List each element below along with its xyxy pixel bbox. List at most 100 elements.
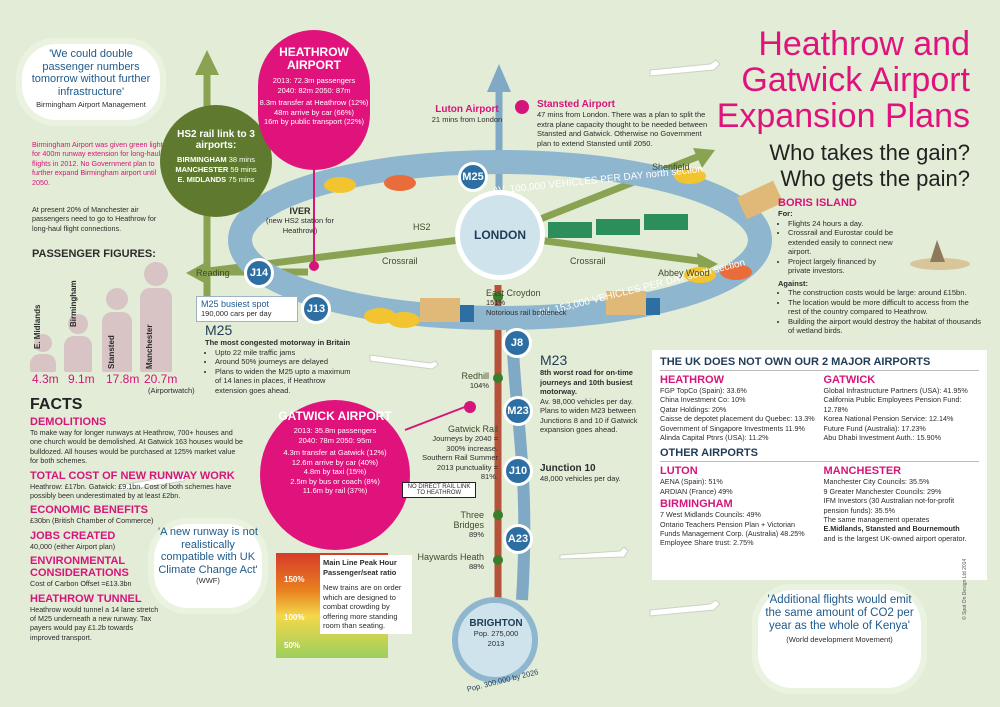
fact-tunnel-heading: HEATHROW TUNNEL	[30, 592, 142, 605]
passenger-figures-heading: PASSENGER FIGURES:	[32, 248, 156, 260]
gatwick-circle: GATWICK AIRPORT 2013: 35.8m passengers 2…	[260, 400, 410, 550]
junction10-title: Junction 10	[540, 463, 596, 474]
junction-m23: M23	[503, 396, 533, 426]
title-line-1: Heathrow and	[758, 25, 970, 63]
quote-runway-source: (WWF)	[196, 576, 220, 585]
gatwick-stats: 2013: 35.8m passengers	[293, 426, 377, 435]
boris-for: For:	[778, 209, 793, 218]
gatwick-line-2: 12.6m arrive by car (40%)	[291, 457, 379, 467]
boris-title: BORIS ISLAND	[778, 197, 857, 209]
boris-for-1: Flights 24 hours a day.	[788, 219, 898, 229]
heathrow-line-3: 16m by public transport (22%)	[263, 117, 365, 126]
brighton-name: BRIGHTON	[469, 618, 523, 629]
boris-island-block: BORIS ISLAND For: Flights 24 hours a day…	[778, 197, 983, 336]
fact-jobs-heading: JOBS CREATED	[30, 529, 116, 542]
m25-bullet-1: Upto 22 mile traffic jams	[215, 348, 355, 358]
east-croydon-desc: Notorious rail bottleneck	[486, 307, 567, 317]
heathrow-line-2: 48m arrive by car (66%)	[273, 107, 355, 117]
crossrail-east-label: Crossrail	[570, 256, 606, 266]
island-icon	[905, 232, 975, 272]
stansted-block: Stansted Airport 47 mins from London. Th…	[537, 99, 717, 148]
busiest-desc: 190,000 cars per day	[201, 309, 272, 318]
abbey-wood-label: Abbey Wood	[658, 268, 710, 278]
heathrow-title: HEATHROW AIRPORT	[279, 45, 349, 72]
ratio-box: Main Line Peak Hour Passenger/seat ratio…	[320, 555, 412, 634]
own-manchester-2: 9 Greater Manchester Councils: 29%	[823, 486, 942, 496]
hs2-place-3: E. MIDLANDS	[177, 175, 227, 184]
ratio-level-150: 150%	[284, 575, 305, 584]
busiest-title: M25 busiest spot	[201, 299, 270, 309]
hs2-time-2: 59 mins	[230, 165, 257, 174]
quote-birmingham-text: 'We could double passenger numbers tomor…	[31, 48, 151, 98]
junction10-desc: 48,000 vehicles per day.	[540, 474, 621, 483]
boris-against-2: The location would be more difficult to …	[788, 298, 983, 317]
own-luton-2: ARDIAN (France) 49%	[660, 486, 733, 496]
haywards-heath-name: Haywards Heath	[417, 552, 484, 562]
m25-block: M25 The most congested motorway in Brita…	[205, 322, 355, 395]
own-heathrow-6: Alinda Capital Ptnrs (USA): 11.2%	[660, 433, 769, 443]
own-manchester-heading: MANCHESTER	[823, 465, 902, 478]
own-gatwick-5: Abu Dhabi Investment Auth.: 15.90%	[823, 433, 941, 443]
heathrow-stats: 2013: 72.3m passengers	[272, 76, 356, 85]
fact-economic-text: £30bn (British Chamber of Commerce)	[30, 516, 154, 526]
three-bridges-block: Three Bridges 89%	[440, 510, 484, 540]
ratio-title: Main Line Peak Hour Passenger/seat ratio	[323, 558, 397, 577]
own-birmingham-heading: BIRMINGHAM	[660, 498, 733, 511]
own-luton-1: AENA (Spain): 51%	[660, 477, 723, 487]
quote-runway-text: 'A new runway is not realistically compa…	[158, 526, 258, 576]
own-birmingham-2: Ontario Teachers Pension Plan + Victoria…	[660, 519, 805, 539]
boris-for-3: Project largely financed by private inve…	[788, 257, 898, 276]
fact-cost-text: Heathrow: £17bn. Gatwick: £9.1bn. Cost o…	[30, 481, 232, 501]
own-manchester-3: IFM Investors (30 Australian not-for-pro…	[823, 496, 955, 515]
passenger-figures-graphic	[30, 262, 180, 372]
own-gatwick-3: Korea National Pension Service: 12.14%	[823, 414, 954, 424]
stansted-name: Stansted Airport	[537, 99, 615, 110]
heathrow-line-1: 8.3m transfer at Heathrow (12%)	[259, 98, 369, 107]
east-croydon-block: East Croydon 151% Notorious rail bottlen…	[486, 288, 576, 317]
own-gatwick-4: Future Fund (Australia): 17.23%	[823, 423, 926, 433]
gatwick-stats-2: 2040: 78m 2050: 95m	[298, 435, 372, 445]
own-manchester-1: Manchester City Councils: 35.5%	[823, 477, 930, 487]
title-line-3: Expansion Plans	[716, 97, 970, 135]
other-airports-heading: OTHER AIRPORTS	[660, 447, 979, 463]
gatwick-line-3: 4.8m by taxi (15%)	[303, 467, 367, 476]
fact-environment-heading: ENVIRONMENTAL CONSIDERATIONS	[30, 555, 129, 580]
iver-label: IVER	[289, 206, 311, 216]
facts-section: FACTS DEMOLITIONS To make way for longer…	[30, 396, 245, 642]
redhill-name: Redhill	[461, 371, 489, 381]
heathrow-stats-2: 2040: 82m 2050: 87m	[277, 85, 351, 95]
passenger-label-emidlands: E. Midlands	[33, 304, 42, 349]
junction-j13: J13	[301, 294, 331, 324]
fact-tunnel-text: Heathrow would tunnel a 14 lane stretch …	[30, 604, 159, 642]
m25-bullet-3: Plans to widen the M25 upto a maximum of…	[215, 367, 355, 396]
passenger-value-birmingham: 9.1m	[68, 372, 95, 386]
birmingham-text: Birmingham Airport was given green light…	[32, 140, 163, 187]
gatwick-line-4: 2.5m by bus or coach (8%)	[290, 476, 380, 486]
gatwick-line-1: 4.3m transfer at Gatwick (12%)	[283, 448, 387, 457]
luton-block: Luton Airport 21 mins from London	[412, 104, 522, 125]
reading-label: Reading	[196, 268, 230, 278]
redhill-pct: 104%	[469, 381, 489, 390]
gatwick-line-5: 11.6m by rail (37%)	[302, 486, 368, 495]
passenger-label-manchester: Manchester	[145, 324, 154, 369]
hs2-title: HS2 rail link to 3 airports:	[177, 129, 255, 151]
passenger-source: (Airportwatch)	[148, 386, 195, 395]
junction-j8: J8	[502, 328, 532, 358]
own-heathrow-5: Government of Singapore Investments 11.9…	[660, 423, 805, 433]
fact-demolitions-heading: DEMOLITIONS	[30, 416, 107, 428]
own-manchester-4: The same management operates	[823, 515, 930, 525]
crossrail-west-label: Crossrail	[382, 256, 418, 266]
gatwick-rail-block: Gatwick Rail Journeys by 2040 = 300% inc…	[418, 424, 498, 482]
ratio-level-50: 50%	[284, 641, 301, 650]
junction-j10: J10	[503, 456, 533, 486]
junction10-block: Junction 10 48,000 vehicles per day.	[540, 463, 650, 484]
haywards-heath-block: Haywards Heath 88%	[396, 552, 484, 572]
fact-economic-heading: ECONOMIC BENEFITS	[30, 504, 148, 517]
luton-desc: 21 mins from London	[431, 115, 503, 124]
gatwick-rail-desc: Journeys by 2040 = 300% increase. Southe…	[422, 434, 498, 481]
passenger-label-stansted: Stansted	[107, 335, 116, 369]
iver-desc: (new HS2 station for Heathrow)	[266, 216, 334, 235]
no-direct-rail-note: NO DIRECT RAIL LINK TO HEATHROW	[402, 482, 476, 498]
quote-birmingham: 'We could double passenger numbers tomor…	[16, 38, 166, 126]
hs2-label: HS2	[413, 222, 431, 232]
